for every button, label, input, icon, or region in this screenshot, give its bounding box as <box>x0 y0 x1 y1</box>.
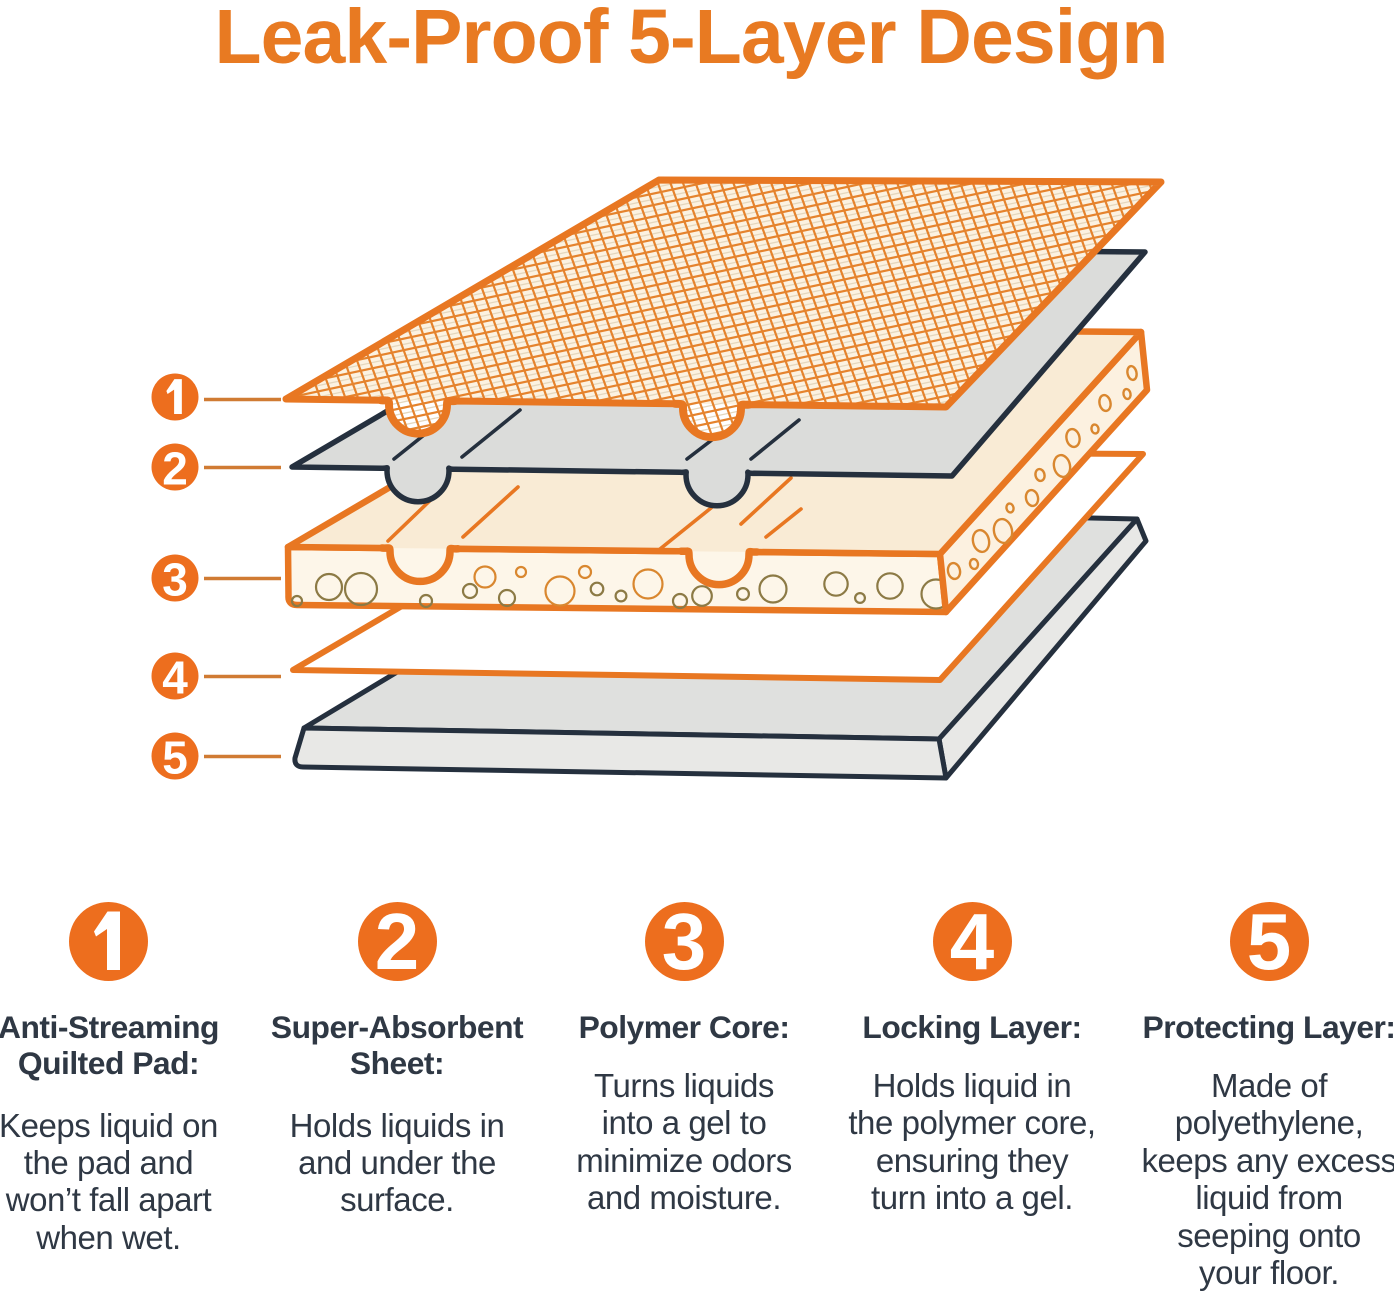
svg-text:5: 5 <box>162 732 188 784</box>
svg-text:3: 3 <box>162 554 188 606</box>
svg-text:2: 2 <box>162 443 188 495</box>
svg-text:4: 4 <box>162 652 188 704</box>
